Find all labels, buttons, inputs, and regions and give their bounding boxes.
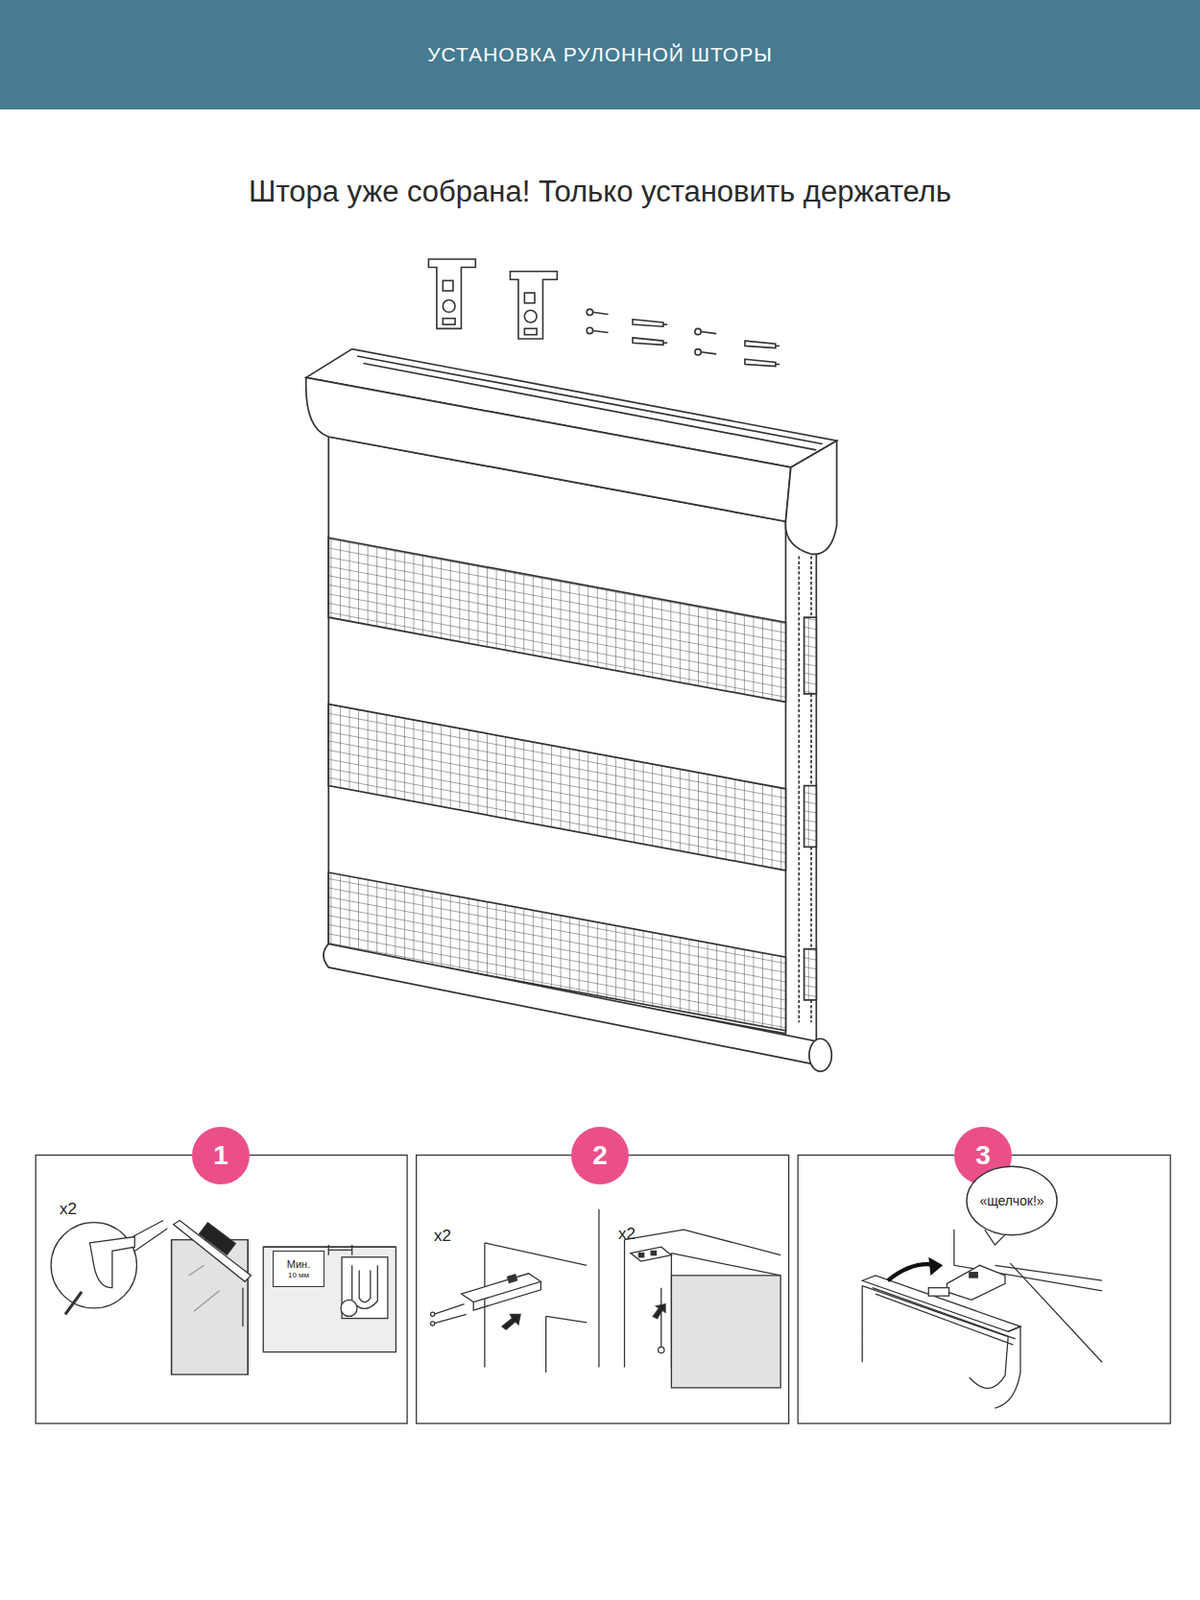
node-text: 2 xyxy=(592,1140,608,1172)
brackets xyxy=(428,259,557,339)
screws xyxy=(586,309,780,367)
node-text: 3 xyxy=(975,1140,991,1172)
step-number: 2 xyxy=(571,1127,629,1185)
multiplier-label: x2 xyxy=(433,1226,452,1247)
node-text: «щелчок!» xyxy=(979,1193,1044,1209)
step-panels xyxy=(35,1154,1171,1424)
multiplier-label: x2 xyxy=(618,1224,636,1245)
node-text: УСТАНОВКА РУЛОННОЙ ШТОРЫ xyxy=(427,43,773,67)
step1-drawing xyxy=(50,1221,396,1376)
dimension-box: Мин.10 мм xyxy=(272,1250,325,1288)
node-text: 10 мм xyxy=(288,1271,310,1280)
roller-blind xyxy=(306,349,838,1073)
step2-drawing xyxy=(431,1209,782,1389)
step-number: 1 xyxy=(192,1127,250,1185)
node-text: 1 xyxy=(213,1140,229,1172)
multiplier-label: x2 xyxy=(59,1200,77,1220)
speech-bubble: «щелчок!» xyxy=(964,1164,1059,1238)
page-heading: Штора уже собрана! Только установить дер… xyxy=(0,174,1200,210)
step3-drawing xyxy=(862,1229,1103,1409)
header-band: УСТАНОВКА РУЛОННОЙ ШТОРЫ xyxy=(0,0,1200,110)
node-text: Мин. xyxy=(287,1258,311,1272)
